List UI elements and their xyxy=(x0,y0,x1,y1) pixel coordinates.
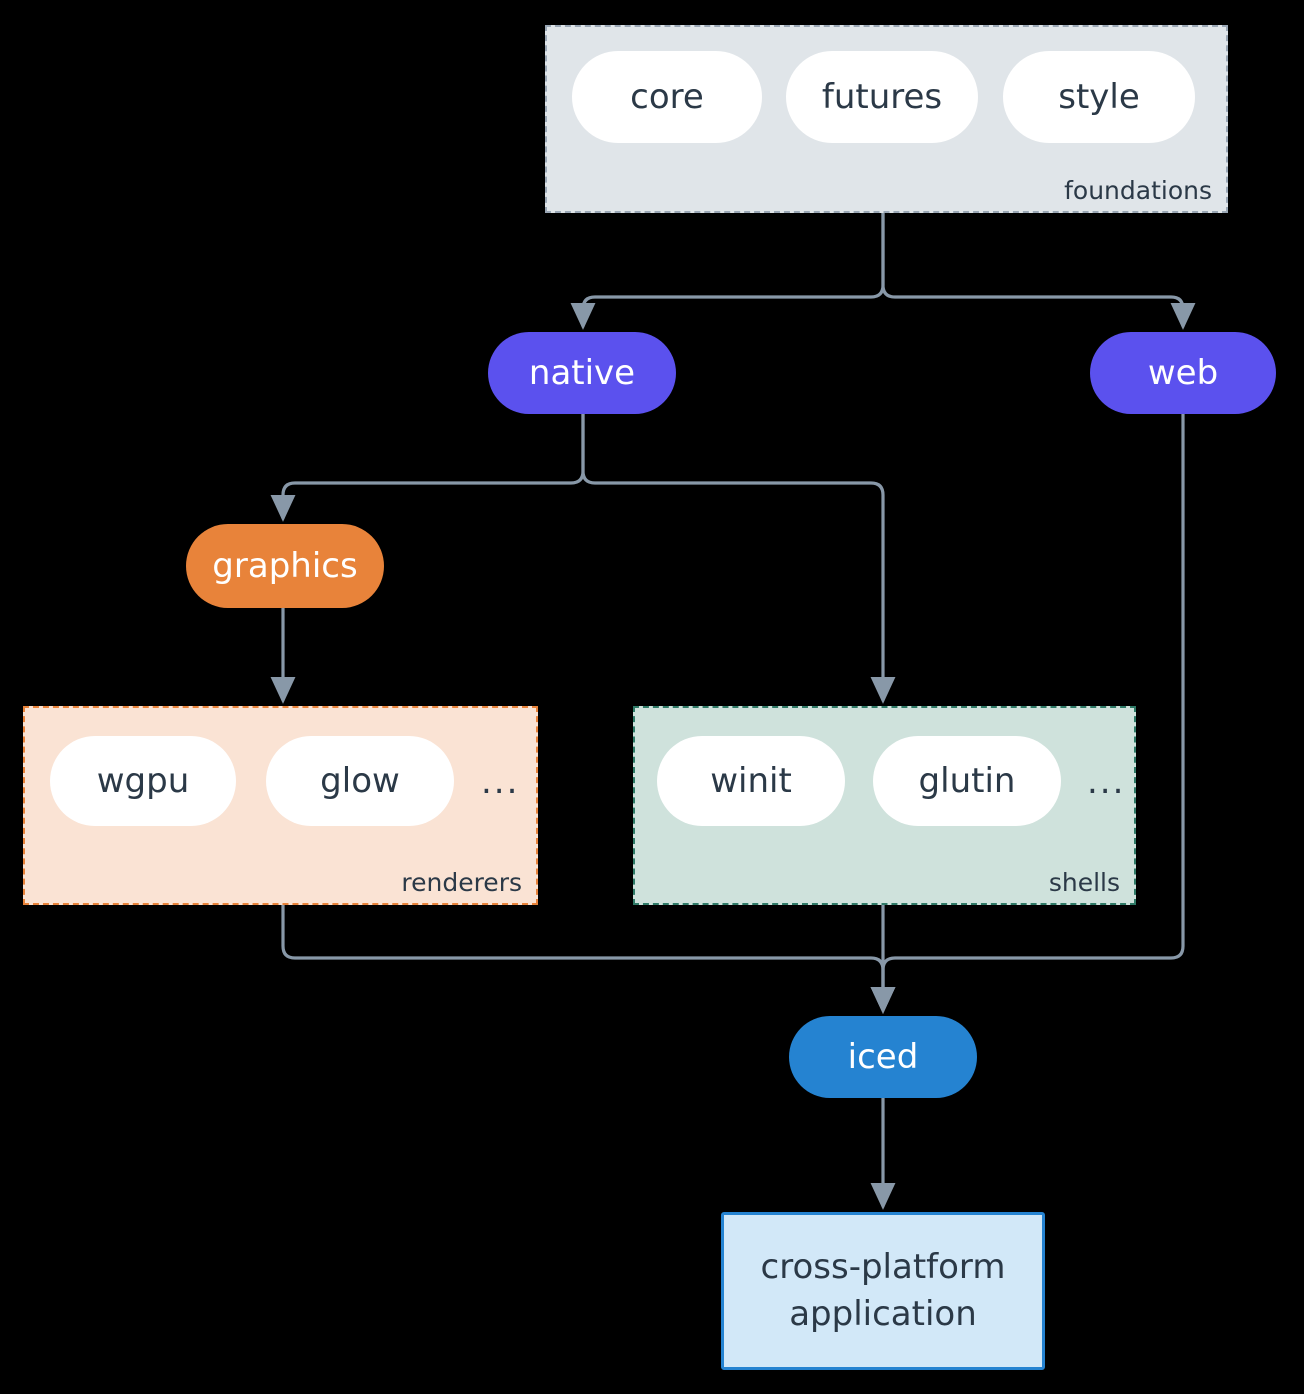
node-web[interactable]: web xyxy=(1090,332,1276,414)
edge-native-shells xyxy=(581,412,896,704)
node-graphics-label: graphics xyxy=(212,546,358,586)
node-application-label-line2: application xyxy=(789,1294,977,1334)
node-graphics[interactable]: graphics xyxy=(186,524,384,608)
node-glow[interactable]: glow xyxy=(266,736,454,826)
cluster-foundations-label: foundations xyxy=(1064,176,1212,205)
node-wgpu-label: wgpu xyxy=(96,761,190,801)
node-iced[interactable]: iced xyxy=(789,1016,977,1098)
cluster-shells-label: shells xyxy=(1048,868,1120,897)
node-cross-platform-application[interactable]: cross-platform application xyxy=(721,1212,1045,1370)
node-native-label: native xyxy=(528,353,636,393)
edge-renderers-iced xyxy=(281,903,896,1014)
edge-foundations-web xyxy=(881,211,1196,330)
node-style[interactable]: style xyxy=(1003,51,1195,143)
node-futures[interactable]: futures xyxy=(786,51,978,143)
node-iced-label: iced xyxy=(847,1037,919,1077)
node-native[interactable]: native xyxy=(488,332,676,414)
edge-native-graphics xyxy=(270,412,585,522)
node-glutin[interactable]: glutin xyxy=(873,736,1061,826)
node-wgpu[interactable]: wgpu xyxy=(50,736,236,826)
node-core-label: core xyxy=(630,77,704,117)
node-core[interactable]: core xyxy=(572,51,762,143)
node-style-label: style xyxy=(1058,77,1140,117)
node-glutin-label: glutin xyxy=(918,761,1016,801)
node-web-label: web xyxy=(1147,353,1219,393)
node-winit[interactable]: winit xyxy=(657,736,845,826)
ellipsis-renderers: ... xyxy=(481,762,520,802)
node-application-label-line1: cross-platform xyxy=(760,1247,1006,1288)
ellipsis-shells: ... xyxy=(1087,762,1126,802)
node-glow-label: glow xyxy=(320,761,400,801)
node-futures-label: futures xyxy=(821,77,943,117)
edge-foundations-native xyxy=(570,211,885,330)
cluster-renderers-label: renderers xyxy=(401,868,522,897)
node-winit-label: winit xyxy=(710,761,792,801)
